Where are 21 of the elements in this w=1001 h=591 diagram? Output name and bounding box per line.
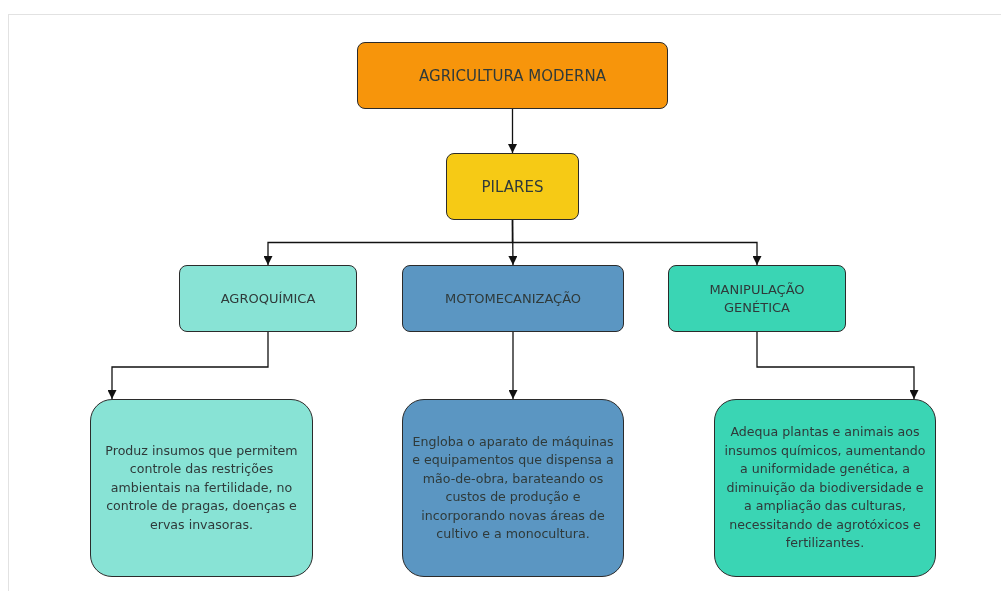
- node-description: Adequa plantas e animais aos insumos químicos, aumentando a uniformidade genética, a diminuição da biodiversidade e a ampliação das culturas, necessitando de agrotóxicos e fertilizantes.: [723, 423, 927, 553]
- connector-arrow: [756, 331, 919, 400]
- topic-box: [446, 153, 579, 220]
- description-box: [714, 399, 936, 577]
- node-title: MOTOMECANIZAÇÃO: [444, 289, 582, 308]
- connector-arrow: [511, 219, 762, 266]
- node-title: MANIPULAÇÃO GENÉTICA: [708, 280, 806, 317]
- node-title: PILARES: [481, 177, 544, 196]
- topic-box: [668, 265, 846, 332]
- connector-arrow: [508, 108, 517, 154]
- topic-box: [402, 265, 624, 332]
- topic-box: [357, 42, 668, 109]
- node-title: AGRICULTURA MODERNA: [419, 66, 606, 85]
- node-description: Engloba o aparato de máquinas e equipamentos que dispensa a mão-de-obra, barateando os custos de produção e incorporando novas áreas de cultivo e a monocultura.: [411, 432, 615, 543]
- description-box: [90, 399, 313, 577]
- description-box: [402, 399, 624, 577]
- topic-box: [179, 265, 357, 332]
- node-description: Produz insumos que permitem controle das restrições ambientais na fertilidade, no controle de pragas, doenças e ervas invasoras.: [104, 441, 299, 534]
- node-title: AGROQUÍMICA: [220, 289, 316, 308]
- connector-arrow: [107, 331, 269, 400]
- connector-arrow: [508, 331, 518, 400]
